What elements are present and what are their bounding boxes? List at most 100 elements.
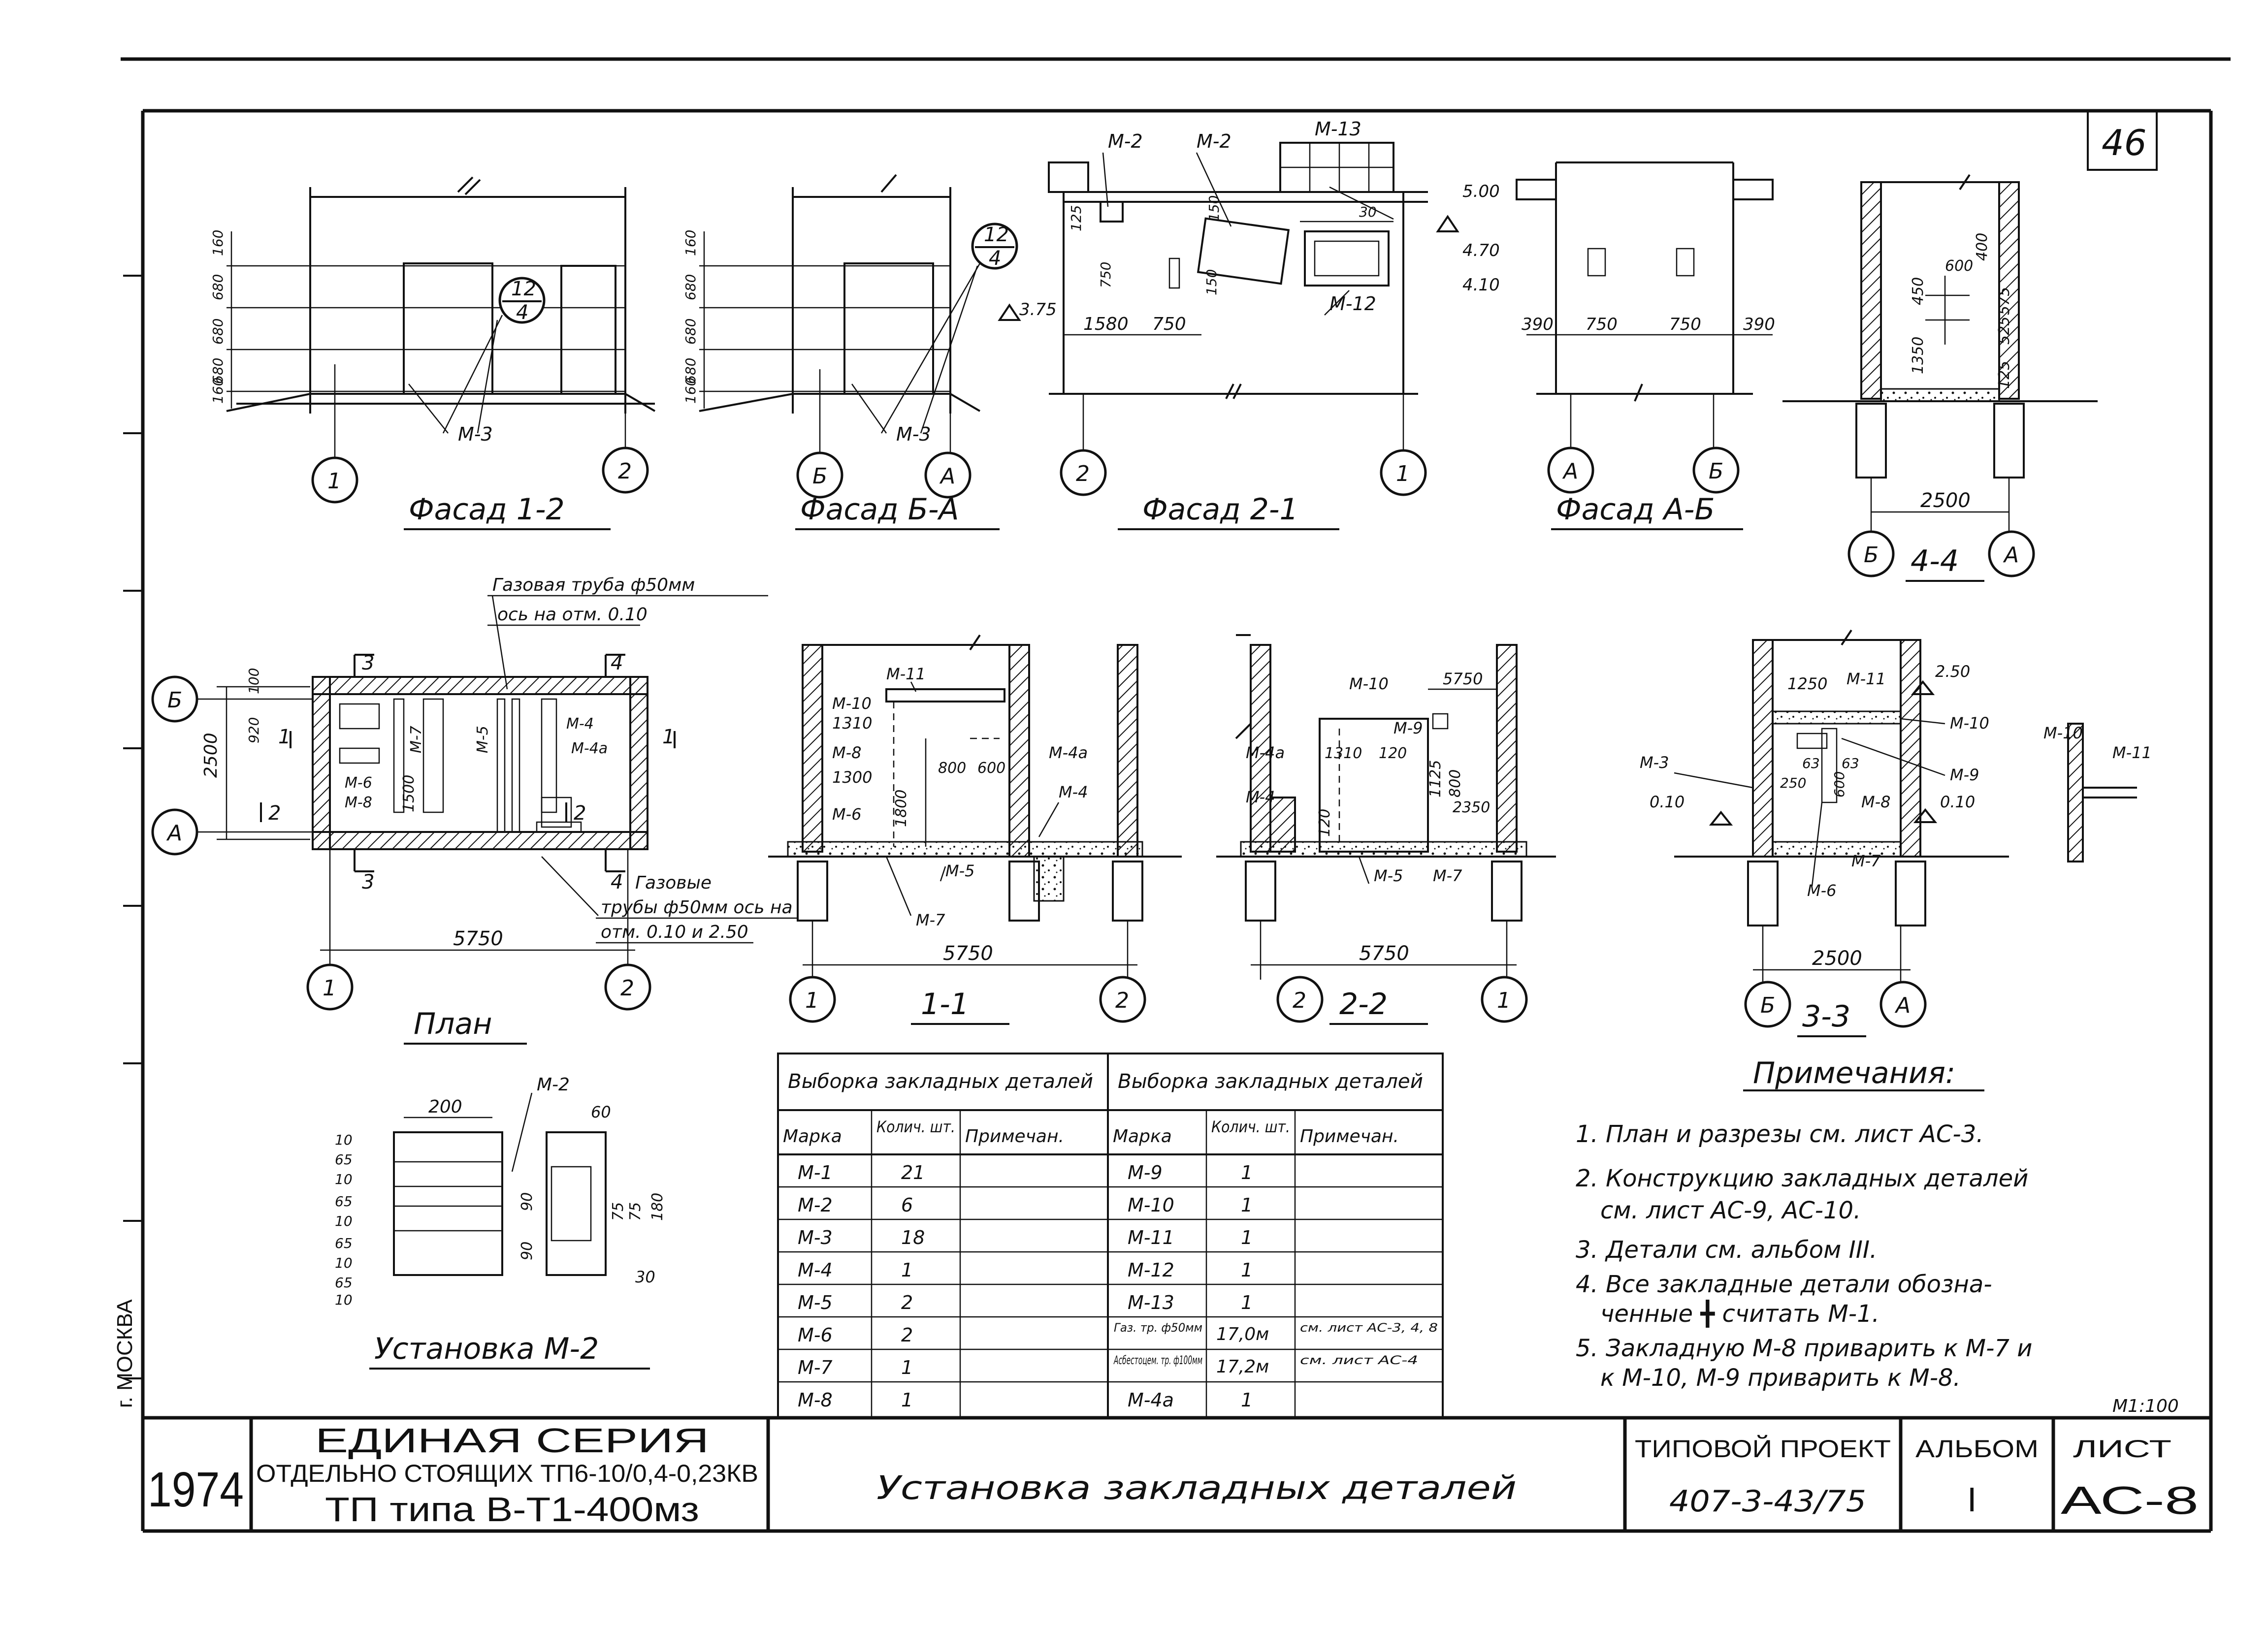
mark-m11: М-11: [886, 665, 926, 683]
detail-m11-label: М-11: [2112, 743, 2152, 762]
dim-680: 680: [210, 358, 226, 384]
cell-qty: 1: [1241, 1162, 1253, 1183]
view-title: 3-3: [1802, 999, 1850, 1034]
col-note: Примечан.: [965, 1126, 1064, 1147]
dim: 1310: [832, 714, 872, 733]
axis-bubble: [924, 451, 972, 499]
facade-2-1: М-2 М-2 М-13 М-12 125 750 150 150 30 158…: [998, 118, 1500, 530]
level-mark: 0.10: [1650, 793, 1685, 811]
cell-note: см. лист АС-4: [1300, 1353, 1418, 1367]
table-row: М-13 1: [1128, 1292, 1253, 1313]
dim: 600: [1945, 257, 1973, 275]
axis-label: 2: [620, 976, 634, 1001]
level-mark: 4.10: [1462, 275, 1500, 295]
cell-qty: 21: [901, 1162, 925, 1183]
mark-m8: М-8: [345, 794, 372, 811]
cell-mark: Газ. тр. ф50мм: [1114, 1321, 1202, 1335]
table-header-left: Выборка закладных деталей: [788, 1070, 1093, 1093]
section-mark: 2: [574, 802, 586, 825]
dim: 1500: [400, 775, 418, 812]
axis-bubble: [1988, 530, 2035, 577]
dim: 680: [682, 274, 699, 300]
mark-m4: М-4: [566, 715, 594, 733]
year: 1974: [148, 1462, 244, 1517]
level-mark: 5.00: [1462, 182, 1500, 201]
section-mark: 1: [662, 726, 675, 748]
axis-label: А: [166, 821, 182, 846]
cell-mark: М-13: [1128, 1292, 1174, 1313]
dim: 1800: [893, 790, 910, 827]
dim: 75: [627, 1202, 644, 1221]
mark-m4: М-4: [1246, 788, 1275, 806]
cell-mark: М-7: [798, 1357, 833, 1378]
series-line-2: ОТДЕЛЬНО СТОЯЩИХ ТП6-10/0,4-0,23КВ: [256, 1460, 758, 1487]
cell-qty: 2: [901, 1292, 913, 1313]
cell-mark: М-5: [798, 1292, 833, 1313]
cell-mark: М-10: [1128, 1194, 1174, 1216]
facade-a-b: 390 750 750 390 А Б Фасад А-Б: [1516, 161, 1775, 530]
callout-bottom: 4: [516, 301, 528, 324]
mark-m7: М-7: [1433, 866, 1462, 885]
cell-qty: 1: [1241, 1292, 1253, 1313]
mark-m9: М-9: [1950, 766, 1979, 784]
table-row: М-12 1: [1128, 1259, 1253, 1281]
dim: 525: [1996, 317, 2013, 345]
detail-m10-label: М-10: [2043, 724, 2083, 742]
note-line: 5. Закладную М-8 приварить к М-7 и: [1576, 1335, 2032, 1362]
dim: 5750: [943, 942, 993, 965]
mark-m10: М-10: [832, 694, 872, 713]
dim: 120: [1379, 745, 1407, 762]
mark-m10: М-10: [1349, 674, 1389, 693]
dim: 125: [1068, 205, 1084, 231]
dim: 63: [1842, 755, 1859, 771]
cell-qty: 17,0м: [1216, 1324, 1269, 1344]
view-title: Фасад Б-А: [800, 492, 959, 527]
view-title: 1-1: [921, 987, 969, 1021]
dim: 65: [335, 1151, 353, 1168]
cell-mark: М-4: [798, 1259, 833, 1281]
dim: 600: [977, 760, 1005, 777]
mark-m4a: М-4а: [571, 740, 608, 757]
col-qty: Колич. шт.: [876, 1117, 955, 1136]
project-number: 407-3-43/75: [1669, 1484, 1866, 1519]
series-line-3: ТП типа В-Т1-400мз: [325, 1490, 699, 1529]
dim: 150: [1203, 269, 1220, 295]
axis-label: 1: [805, 988, 819, 1013]
notes-block: Примечания: 1. План и разрезы см. лист А…: [1576, 1056, 2179, 1416]
cell-qty: 1: [1241, 1259, 1253, 1281]
cell-mark: М-3: [798, 1227, 833, 1248]
mark-m2: М-2: [1197, 130, 1231, 152]
album-label: АЛЬБОМ: [1915, 1435, 2039, 1463]
section-mark: 4: [611, 652, 623, 674]
mark-m3: М-3: [1640, 753, 1669, 772]
plan-view: М-6 М-8 М-7 М-5 М-4 М-4а 1500 3 3 4 4 1 …: [151, 575, 798, 1045]
axis-label: Б: [1760, 993, 1775, 1018]
section-2-2: М-10 5750 М-9 М-4а М-4 1310 120 120 1125…: [1216, 634, 1556, 1025]
mark-m2: М-2: [1108, 130, 1143, 152]
cell-mark: М-9: [1128, 1162, 1163, 1183]
dim: 10: [335, 1171, 353, 1187]
mark-m5: М-5: [1374, 866, 1403, 885]
table-row: М-5 2: [798, 1292, 913, 1313]
note-line: 2. Конструкцию закладных деталей: [1576, 1165, 2028, 1192]
cell-mark: М-12: [1128, 1259, 1174, 1281]
cell-mark: М-11: [1128, 1227, 1174, 1248]
dim: 750: [1098, 262, 1114, 288]
title-block: 1974 ЕДИНАЯ СЕРИЯ ОТДЕЛЬНО СТОЯЩИХ ТП6-1…: [148, 1418, 2199, 1531]
city-label: г. МОСКВА: [113, 1299, 137, 1408]
note-line: к М-10, М-9 приварить к М-8.: [1600, 1364, 1961, 1392]
mark-m6: М-6: [345, 774, 372, 792]
dim: 10: [335, 1255, 353, 1271]
note-line: 3. Детали см. альбом III.: [1576, 1236, 1877, 1264]
note-line: см. лист АС-9, АС-10.: [1600, 1197, 1861, 1224]
project-label: ТИПОВОЙ ПРОЕКТ: [1635, 1435, 1891, 1463]
mark-m3: М-3: [896, 423, 931, 445]
section-4-4: 1350 450 600 400 525 575 125 2500 Б А 4-…: [1782, 174, 2098, 582]
dim: 65: [335, 1193, 353, 1210]
